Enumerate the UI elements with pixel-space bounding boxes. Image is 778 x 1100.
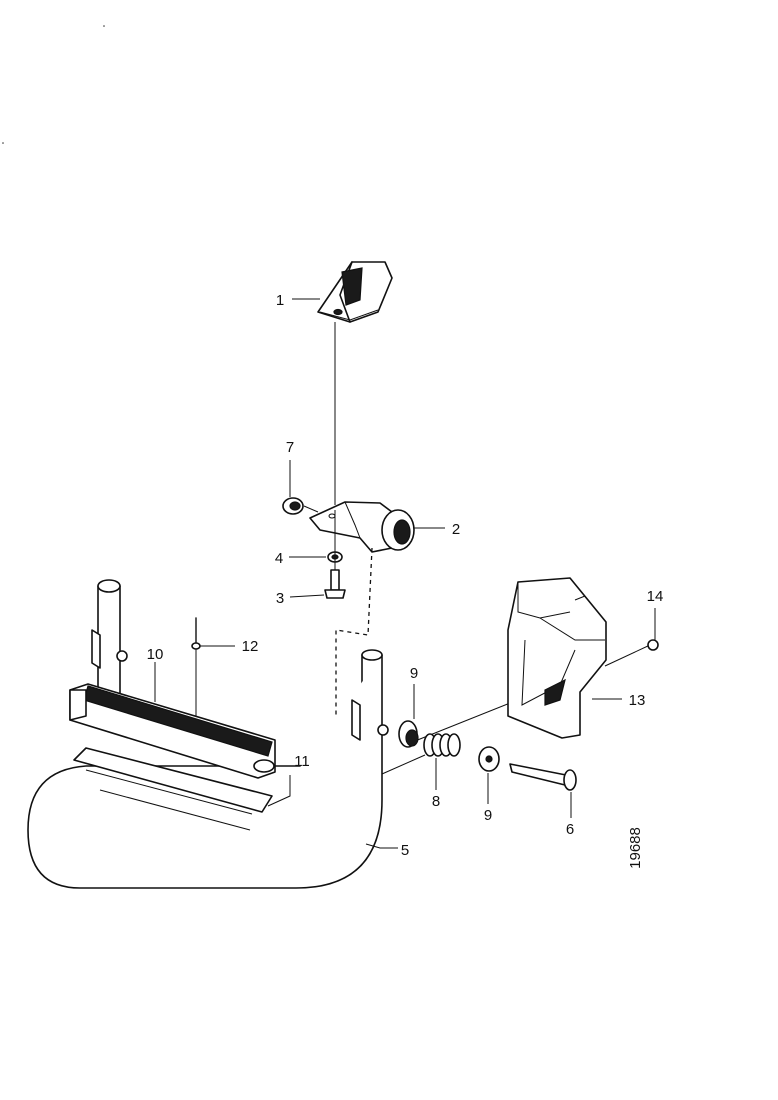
callout-3: 3 — [276, 590, 284, 607]
callout-labels: 1 2 3 4 5 6 7 8 9 9 10 11 12 13 14 — [147, 292, 664, 859]
callout-2: 2 — [452, 521, 460, 538]
callout-14: 14 — [647, 588, 664, 605]
part-9-bushing-left — [398, 720, 419, 748]
part-7-nut — [282, 497, 304, 515]
part-2-lower-bracket — [309, 501, 415, 553]
drawing-code: 19688 — [627, 827, 644, 869]
part-3-bolt — [324, 569, 346, 599]
callout-10: 10 — [147, 646, 164, 663]
leader-lines — [154, 298, 656, 849]
assembly-lines — [195, 322, 651, 775]
part-8-spring — [423, 733, 461, 757]
part-12-pin — [191, 617, 201, 650]
callout-4: 4 — [275, 550, 283, 567]
callout-13: 13 — [629, 692, 646, 709]
callout-8: 8 — [432, 793, 440, 810]
part-5-tube-frame — [27, 579, 389, 889]
part-14-screw — [647, 639, 659, 651]
part-9-washer-right — [478, 746, 500, 772]
part-13-support-bracket — [507, 577, 607, 739]
part-11-plate — [73, 747, 273, 831]
callout-7: 7 — [286, 439, 294, 456]
callout-1: 1 — [276, 292, 284, 309]
part-10-footrest-rubber — [69, 683, 276, 779]
scan-speck — [103, 25, 105, 27]
callout-6: 6 — [566, 821, 574, 838]
callout-12: 12 — [242, 638, 259, 655]
scan-speck — [2, 142, 4, 144]
callout-11: 11 — [294, 753, 310, 770]
part-1-upper-bracket — [317, 261, 393, 323]
callout-9-right: 9 — [484, 807, 492, 824]
part-6-pivot-bolt — [509, 763, 577, 791]
callout-9-left: 9 — [410, 665, 418, 682]
callout-5: 5 — [401, 842, 409, 859]
